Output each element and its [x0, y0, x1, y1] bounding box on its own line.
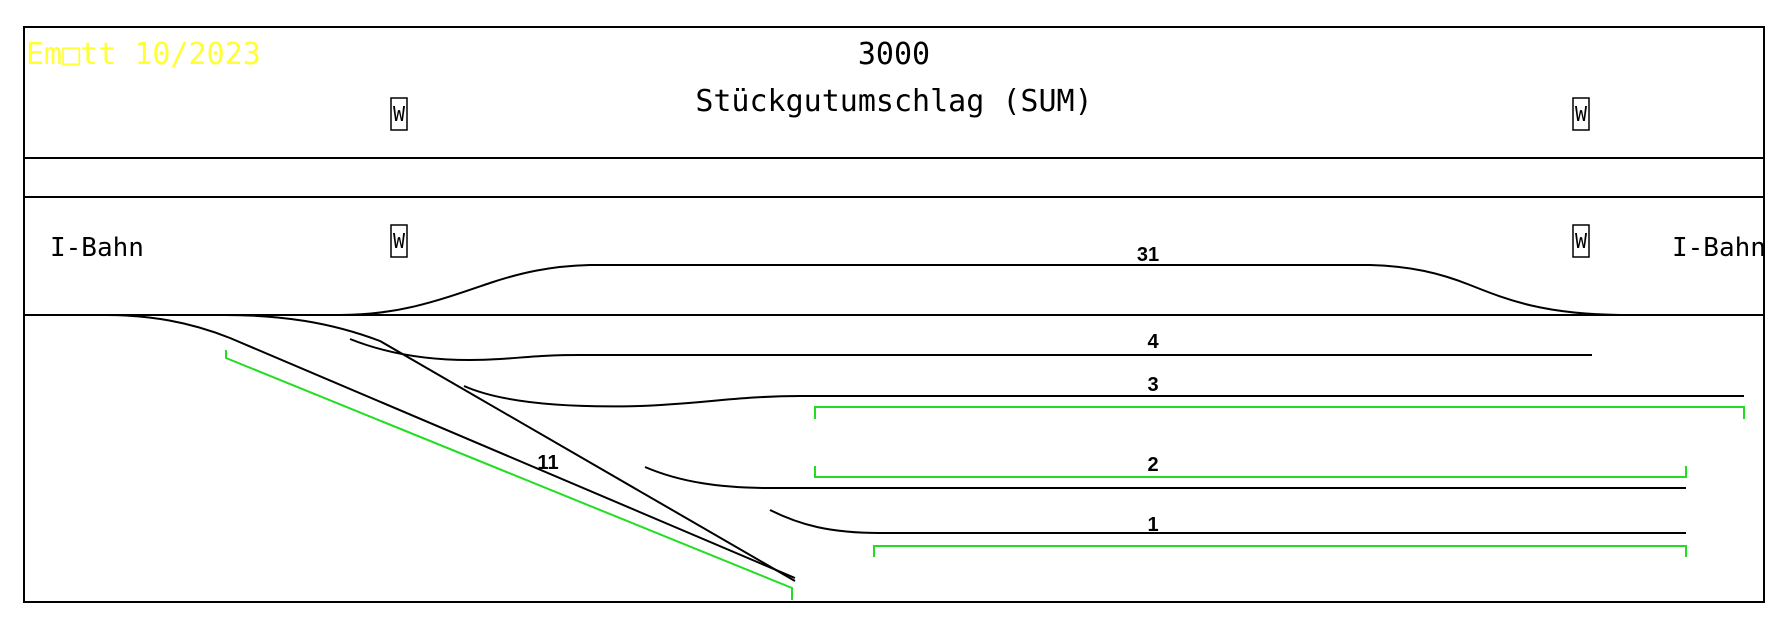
- station-name: Stückgutumschlag (SUM): [695, 84, 1092, 119]
- author-stamp: Em□tt 10/2023: [26, 37, 261, 72]
- track-1: [769, 509, 1686, 534]
- track-2: [644, 466, 1686, 489]
- sign-box: [390, 224, 408, 258]
- sign-box: [1572, 97, 1590, 131]
- sign-header-right: W: [1572, 97, 1590, 131]
- sign-track-left: W: [390, 224, 408, 258]
- sign-header-left: W: [390, 97, 408, 131]
- sign-letter: W: [1575, 102, 1588, 126]
- track-label-31: 31: [1137, 244, 1159, 266]
- track-3: [463, 385, 1744, 408]
- track-label-11: 11: [537, 452, 558, 474]
- sign-box: [1572, 224, 1590, 258]
- sign-track-right: W: [1572, 224, 1590, 258]
- line-label-left: I-Bahn: [50, 233, 144, 263]
- track-label-1: 1: [1147, 514, 1158, 536]
- platform-track-3: [814, 406, 1745, 419]
- platform-track-1: [873, 545, 1687, 557]
- platform-track-11: [225, 350, 793, 600]
- sign-box: [390, 97, 408, 131]
- sign-letter: W: [393, 229, 406, 253]
- track-label-3: 3: [1147, 374, 1158, 396]
- track-4: [349, 338, 1592, 362]
- track-label-4: 4: [1147, 331, 1159, 353]
- sign-letter: W: [1575, 229, 1588, 253]
- sign-letter: W: [393, 102, 406, 126]
- track-31: [339, 264, 1621, 316]
- platforms: [225, 350, 1745, 600]
- line-label-right: I-Bahn: [1672, 233, 1766, 263]
- track-ladder: [224, 314, 796, 582]
- track-11: [104, 314, 796, 579]
- track-label-2: 2: [1147, 454, 1158, 476]
- tracks: [24, 264, 1764, 582]
- station-number: 3000: [858, 37, 930, 72]
- platform-track-2: [814, 466, 1687, 478]
